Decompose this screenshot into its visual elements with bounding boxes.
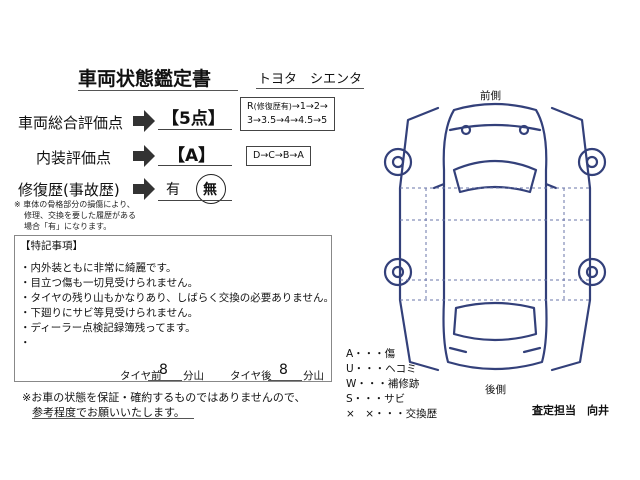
rear-window: [452, 301, 538, 342]
legend-replaced: × ×・・・交換歴: [346, 408, 438, 420]
scale-line1: →1→2→: [291, 101, 328, 112]
right-mirror: [544, 182, 558, 190]
legend-dent: U・・・ヘコミ: [346, 363, 417, 375]
tread-rear-label: タイヤ後: [230, 370, 272, 382]
assessor: 査定担当 向井: [532, 404, 609, 417]
legend-repair: W・・・補修跡: [346, 378, 420, 390]
interior-score-label: 内装評価点: [36, 149, 112, 167]
overall-score-value: 【5点】: [162, 109, 225, 129]
car-diagram: [383, 102, 607, 372]
front-label: 前側: [480, 90, 501, 102]
wheel-rear-right: [577, 257, 607, 287]
remark-item: ・タイヤの残り山もかなりあり、しばらく交換の必要ありません。: [20, 292, 334, 304]
repair-note: ※ 車体の骨格部分の損傷により、 修理、交換を要した履歴がある 場合「有」になり…: [14, 199, 136, 232]
tread-rear-value: 8: [279, 362, 288, 378]
wheel-rear-left: [383, 257, 413, 287]
remark-item: ・: [20, 337, 31, 349]
repair-note-line-2: 修理、交換を要した履歴がある: [24, 211, 136, 220]
repair-history-label: 修復歴(事故歴): [18, 181, 120, 199]
tread-rear-unit: 分山: [303, 370, 324, 382]
repair-history-underline: [158, 200, 232, 201]
tread-front-underline: [148, 380, 182, 381]
scale-repair-note: (修復歴有): [253, 102, 292, 111]
tread-front-label: タイヤ前: [120, 370, 162, 382]
legend-rust: S・・・サビ: [346, 393, 406, 405]
left-side-panel: [398, 106, 440, 372]
legend-scratch: A・・・傷: [346, 348, 396, 360]
remark-item: ・下廻りにサビ等見受けられません。: [20, 307, 199, 319]
footer-note-underline: [32, 418, 194, 419]
remark-item: ・目立つ傷も一切見受けられません。: [20, 277, 199, 289]
left-headlight: [460, 124, 472, 136]
right-headlight: [518, 124, 530, 136]
repair-option-no: 無: [203, 182, 217, 198]
overall-score-scale: R(修復歴有)→1→2→ 3→3.5→4→4.5→5: [240, 97, 335, 131]
remarks-title: 【特記事項】: [20, 240, 83, 252]
roof-body: [442, 102, 548, 371]
wheel-front-left: [383, 147, 413, 177]
bonnet-line: [448, 123, 542, 132]
vehicle-underline: [256, 88, 364, 89]
interior-score-scale: D→C→B→A: [246, 146, 311, 166]
repair-note-line-3: 場合「有」になります。: [24, 222, 112, 231]
tread-front-value: 8: [159, 362, 168, 378]
footer-note-line-1: ※お車の状態を保証・確約するものではありませんので、: [22, 391, 306, 404]
repair-note-line-1: ※ 車体の骨格部分の損傷により、: [14, 200, 135, 209]
remark-item: ・ディーラー点検記録簿残ってます。: [20, 322, 196, 334]
interior-score-underline: [158, 165, 232, 166]
wheel-front-right: [577, 147, 607, 177]
rear-label: 後側: [485, 384, 506, 396]
door-lines: [400, 187, 590, 301]
overall-score-underline: [158, 129, 232, 130]
scale-line2: 3→3.5→4→4.5→5: [247, 115, 328, 126]
scale-r: R: [247, 101, 254, 112]
tread-rear-underline: [268, 380, 302, 381]
overall-score-label: 車両総合評価点: [18, 114, 124, 132]
title-underline: [78, 90, 238, 91]
remark-item: ・内外装ともに非常に綺麗です。: [20, 262, 177, 274]
remarks-box: [14, 235, 332, 382]
document-title: 車両状態鑑定書: [78, 68, 212, 90]
left-taillight: [448, 346, 468, 354]
repair-option-yes: 有: [166, 182, 180, 198]
repair-selected-circle: [196, 174, 226, 204]
overall-score-arrow-icon: [133, 110, 155, 132]
left-mirror: [432, 182, 446, 190]
tread-front-unit: 分山: [183, 370, 204, 382]
vehicle-name: トヨタ シエンタ: [258, 72, 363, 87]
footer-note-line-2: 参考程度でお願いいたします。: [32, 406, 185, 419]
repair-history-arrow-icon: [133, 178, 155, 200]
windshield: [452, 159, 538, 194]
right-side-panel: [550, 106, 592, 372]
interior-score-arrow-icon: [133, 145, 155, 167]
right-taillight: [522, 346, 542, 354]
interior-score-value: 【A】: [168, 146, 216, 166]
